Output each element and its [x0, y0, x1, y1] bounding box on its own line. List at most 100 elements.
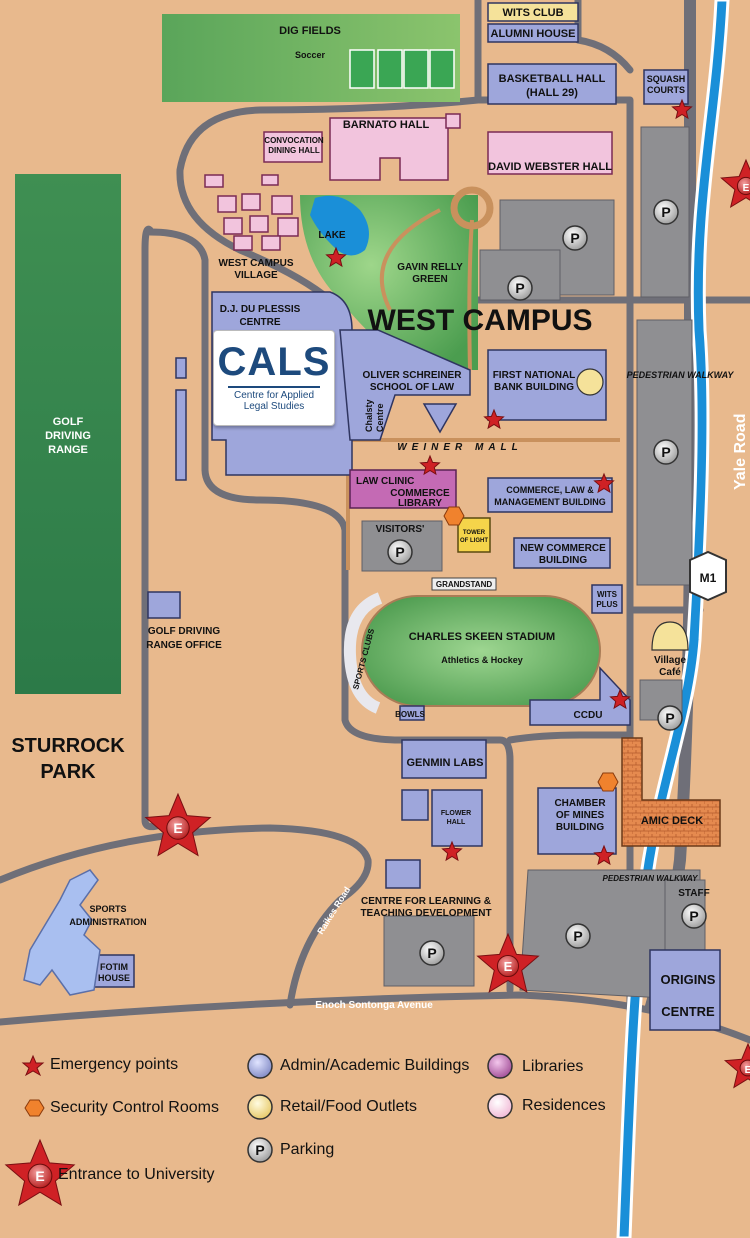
flower-hall-sub-label: HALL: [447, 819, 466, 826]
entrance-letter: E: [745, 1065, 750, 1076]
bowls-label: BOWLS: [395, 710, 425, 719]
cltd-label: CENTRE FOR LEARNING &: [361, 896, 491, 907]
parking-letter: P: [661, 204, 670, 220]
legend-hexagon-icon: [24, 1099, 45, 1117]
soccer-pitches: [349, 49, 455, 89]
parking-icon: [681, 903, 707, 929]
parking-marker: P: [681, 903, 707, 929]
security-control-rooms: [443, 506, 619, 792]
sports-clubs-stand: [343, 592, 383, 714]
chalsty-sub-label: Centre: [375, 403, 385, 432]
wits-plus-label: WITS: [597, 590, 618, 599]
origins-sub-label: CENTRE: [661, 1004, 715, 1019]
genmin-labs-label: GENMIN LABS: [407, 757, 484, 769]
golf-range-label: GOLF: [53, 416, 84, 428]
cltd-sub-label: TEACHING DEVELOPMENT: [360, 908, 491, 919]
golf-range-label-3: RANGE: [48, 444, 88, 456]
legend-admin: Admin/Academic Buildings: [280, 1057, 470, 1074]
du-plessis-sub-label: CENTRE: [239, 317, 280, 328]
entrance-marker: E: [476, 932, 540, 993]
entrance-letter: E: [743, 183, 750, 194]
legend-icons: P: [21, 1053, 513, 1163]
entrance-circle-icon: [166, 816, 190, 840]
cals-subtitle-2: Legal Studies: [243, 401, 305, 412]
village-cafe-sub-label: Café: [659, 667, 681, 678]
west-campus-title: WEST CAMPUS: [368, 304, 593, 337]
wits-plus-sub-label: PLUS: [596, 600, 618, 609]
parking-icon: [653, 439, 679, 465]
oliver-schreiner-label: OLIVER SCHREINER: [363, 370, 463, 381]
emergency-star-icon: [593, 844, 615, 866]
parking-icon: [507, 275, 533, 301]
parking-marker: P: [653, 199, 679, 225]
parking-letter: P: [661, 444, 670, 460]
emergency-star-icon: [325, 246, 347, 268]
parking-marker: P: [653, 439, 679, 465]
cals-divider: [228, 386, 320, 388]
barnato-hall-label: BARNATO HALL: [343, 119, 430, 131]
parking-letter: P: [573, 928, 582, 944]
library-label: LIBRARY: [398, 498, 442, 509]
entrance-circle-icon: [736, 176, 750, 196]
tower-of-light-label: TOWER: [463, 530, 486, 536]
legend-libraries-icon: [487, 1053, 513, 1079]
chamber-of-mines-label-3: BUILDING: [556, 822, 605, 833]
gavin-relly-label: GAVIN RELLY: [397, 262, 463, 273]
legend-entrance: Entrance to University: [58, 1166, 215, 1183]
law-clinic-commerce-library: [349, 469, 457, 509]
parking-marker: P: [565, 923, 591, 949]
fnb-building-label: FIRST NATIONAL: [493, 370, 576, 381]
m1-route-shield: [689, 550, 727, 602]
legend-retail: Retail/Food Outlets: [280, 1098, 417, 1115]
basketball-hall-label: BASKETBALL HALL: [499, 73, 606, 85]
grandstand-label: GRANDSTAND: [436, 580, 493, 589]
parking-icon: [419, 940, 445, 966]
commerce-law-label: COMMERCE, LAW &: [506, 485, 594, 495]
parking-marker: P: [419, 940, 445, 966]
tower-of-light: [457, 517, 491, 553]
fotim-sub-label: HOUSE: [98, 973, 130, 983]
security-hexagon-icon: [443, 506, 465, 526]
stadium-label: CHARLES SKEEN STADIUM: [409, 631, 555, 643]
sports-admin-label: SPORTS: [89, 904, 126, 914]
emergency-star-icon: [593, 472, 615, 494]
entrance-circle-icon: [27, 1163, 53, 1189]
squash-label: SQUASH: [647, 74, 686, 84]
entrance-circle-icon: [496, 954, 520, 978]
emergency-star-icon: [483, 408, 505, 430]
oliver-schreiner-sub-label: SCHOOL OF LAW: [370, 382, 455, 393]
village-cafe-dome: [651, 621, 689, 651]
amic-deck: [621, 737, 721, 847]
cals-callout[interactable]: CALS Centre for Applied Legal Studies: [213, 330, 335, 426]
west-campus-village-label: WEST CAMPUS: [219, 258, 294, 269]
sturrock-park-sub-label: PARK: [40, 761, 96, 783]
weiner-mall-label: WEINER MALL: [397, 442, 523, 453]
parking-letter: P: [689, 908, 698, 924]
law-clinic-label: LAW CLINIC: [356, 476, 414, 487]
commerce-law-sub-label: MANAGEMENT BUILDING: [494, 497, 606, 507]
village-cafe-label: Village: [654, 655, 686, 666]
alumni-house-label: ALUMNI HOUSE: [491, 28, 576, 40]
basketball-hall-sub-label: (HALL 29): [526, 87, 578, 99]
parking-icon: [653, 199, 679, 225]
legend-parking-icon: [247, 1137, 273, 1163]
lake-label: LAKE: [318, 230, 346, 241]
emergency-star-icon: [609, 688, 631, 710]
staff-label: STAFF: [678, 888, 709, 899]
residence-buildings: [204, 113, 613, 251]
grandstand: [431, 577, 497, 591]
entrance-marker: E: [144, 792, 212, 857]
parking-icon: [387, 539, 413, 565]
chalsty-label: Chalsty: [364, 399, 374, 432]
legend-entrance-icon: E: [4, 1138, 76, 1207]
entrance-letter: E: [504, 959, 513, 974]
tower-of-light-sub-label: OF LIGHT: [460, 538, 488, 544]
west-campus-village-sub-label: VILLAGE: [234, 270, 278, 281]
squash-sub-label: COURTS: [647, 85, 685, 95]
fnb-retail-dome: [576, 368, 604, 396]
golf-driving-range-area: [15, 174, 121, 694]
parking-letter: P: [570, 230, 579, 246]
entrance-star-icon: [723, 1042, 750, 1089]
fotim-label: FOTIM: [100, 962, 128, 972]
